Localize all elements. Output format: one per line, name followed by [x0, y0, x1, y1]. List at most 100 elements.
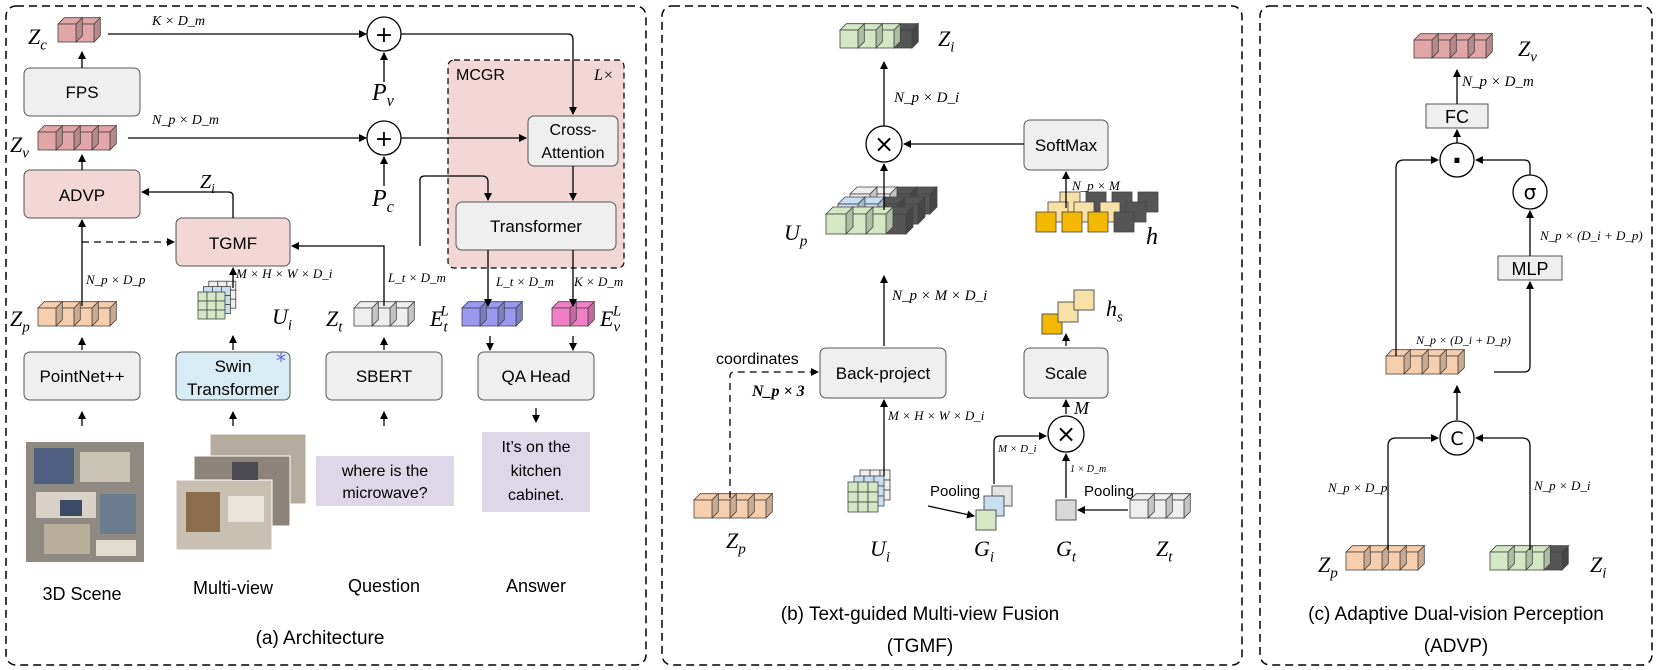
- zp-label-c: Zp: [1318, 552, 1338, 582]
- panel-b: Zi N_p × D_i × SoftMax N_p × M Up h N_p …: [693, 22, 1192, 657]
- zp-block-b: [693, 492, 774, 519]
- qahead-box: [477, 351, 595, 401]
- zc-label: Zc: [28, 24, 47, 54]
- h-stack: [1035, 191, 1159, 233]
- panel-b-frame: [661, 5, 1243, 666]
- sbert-box: [325, 351, 443, 401]
- caption-c-1: (c) Adaptive Dual-vision Perception: [1308, 604, 1604, 625]
- dim-npdi-c: N_p × D_i: [1533, 478, 1591, 493]
- caption-c-2: (ADVP): [1424, 636, 1488, 657]
- zt-block-a: [353, 300, 416, 327]
- dim-npdp-c: N_p × D_p: [1327, 480, 1388, 495]
- gt-label: Gt: [1056, 536, 1077, 566]
- ui-label-a: Ui: [272, 304, 292, 334]
- zt-label-a: Zt: [326, 306, 343, 336]
- concat-block: [1385, 348, 1466, 375]
- ui-label-b: Ui: [870, 536, 890, 566]
- pooling-label-1: Pooling: [930, 483, 980, 500]
- mcgr-repeat-label: L×: [593, 67, 614, 84]
- zp-label-a: Zp: [10, 306, 30, 336]
- caption-a: (a) Architecture: [256, 628, 385, 649]
- scene-image: [26, 442, 144, 562]
- zv-label-c: Zv: [1518, 36, 1537, 66]
- mlp-label: MLP: [1511, 259, 1548, 279]
- swin-label-2: Transformer: [187, 380, 279, 399]
- mcgr-label: MCGR: [456, 67, 505, 84]
- evl-label: EvL: [599, 304, 621, 336]
- multiply-icon-top: ×: [874, 130, 894, 158]
- pc-label: Pc: [371, 186, 395, 216]
- dim-npmdi-b: N_p × M × D_i: [891, 288, 987, 304]
- evl-block: [551, 300, 596, 327]
- multiview-images: [175, 433, 307, 551]
- zc-block: [57, 16, 102, 43]
- softmax-label: SoftMax: [1035, 136, 1098, 155]
- dim-npdidp-c: N_p × (D_i + D_p): [1539, 228, 1643, 243]
- frozen-asterisk-icon: *: [276, 349, 286, 373]
- zi-block-b: [839, 22, 920, 49]
- transformer-box: [455, 201, 617, 251]
- dim-kdm-top: K × D_m: [151, 14, 205, 29]
- concat-circle: [1439, 420, 1475, 456]
- label-answer: Answer: [506, 576, 566, 596]
- h-label: h: [1146, 224, 1158, 250]
- swin-box: [175, 351, 291, 401]
- dot-icon: ·: [1452, 144, 1463, 177]
- cross-attention-label-1: Cross-: [549, 122, 596, 139]
- advp-label: ADVP: [59, 186, 105, 205]
- panel-b-arrows: [729, 61, 1128, 519]
- backproject-label: Back-project: [836, 364, 931, 383]
- zp-label-b: Zp: [726, 528, 746, 558]
- etl-block: [461, 300, 524, 327]
- zi-label-c: Zi: [1590, 552, 1606, 582]
- gt-block: [1055, 499, 1077, 521]
- scale-box: [1023, 347, 1109, 399]
- mlp-box: [1497, 255, 1563, 281]
- tgmf-label: TGMF: [209, 234, 257, 253]
- pointnet-box: [23, 351, 141, 401]
- zv-block-c: [1413, 32, 1494, 59]
- dim-npdi-b: N_p × D_i: [893, 90, 959, 106]
- zt-label-b: Zt: [1156, 536, 1173, 566]
- dim-npdidp-c2: N_p × (D_i + D_p): [1415, 333, 1511, 347]
- answer-text-3: cabinet.: [508, 487, 564, 504]
- dim-ltdm-b: L_t × D_m: [495, 274, 554, 289]
- np3-label: N_p × 3: [751, 383, 805, 400]
- answer-text-2: kitchen: [511, 463, 562, 480]
- caption-b-2: (TGMF): [887, 636, 953, 657]
- zt-block-b: [1129, 492, 1192, 519]
- coordinates-label: coordinates: [716, 351, 799, 368]
- ui-stack-a: [197, 280, 237, 320]
- dim-kdm-b: K × D_m: [573, 274, 623, 289]
- swin-label-1: Swin: [215, 357, 252, 376]
- dim-mhwdi-a: M × H × W × D_i: [235, 266, 333, 281]
- dim-mhwdi-b: M × H × W × D_i: [887, 408, 985, 423]
- panel-a: MCGR L× Zc FPS Zv ADVP TGMF Zp PointNet+…: [10, 14, 625, 649]
- concat-icon: C: [1450, 428, 1463, 450]
- qahead-label: QA Head: [502, 367, 571, 386]
- zi-label-b: Zi: [938, 26, 954, 56]
- label-3d-scene: 3D Scene: [42, 584, 121, 604]
- answer-text-box: [482, 432, 590, 512]
- question-text-2: microwave?: [342, 485, 427, 502]
- dim-mdi-b: M × D_i: [997, 443, 1037, 455]
- fc-label: FC: [1445, 107, 1469, 127]
- dim-npdm-c: N_p × D_m: [1461, 74, 1534, 90]
- ui-stack-b: [847, 469, 891, 513]
- dim-1dm-b: 1 × D_m: [1070, 464, 1106, 475]
- panel-a-arrows: [78, 30, 577, 426]
- dim-npdp-a: N_p × D_p: [85, 272, 146, 287]
- hs-label: hs: [1106, 296, 1123, 326]
- question-text-box: [316, 456, 454, 506]
- fps-label: FPS: [65, 83, 98, 102]
- scale-label: Scale: [1045, 364, 1088, 383]
- backproject-box: [819, 347, 947, 399]
- zp-block-a: [37, 300, 118, 327]
- zp-block-c: [1345, 544, 1426, 571]
- pooling-label-2: Pooling: [1084, 483, 1134, 500]
- up-stack: [825, 186, 938, 235]
- zi-block-c: [1489, 544, 1570, 571]
- up-label: Up: [784, 220, 808, 250]
- transformer-label: Transformer: [490, 217, 582, 236]
